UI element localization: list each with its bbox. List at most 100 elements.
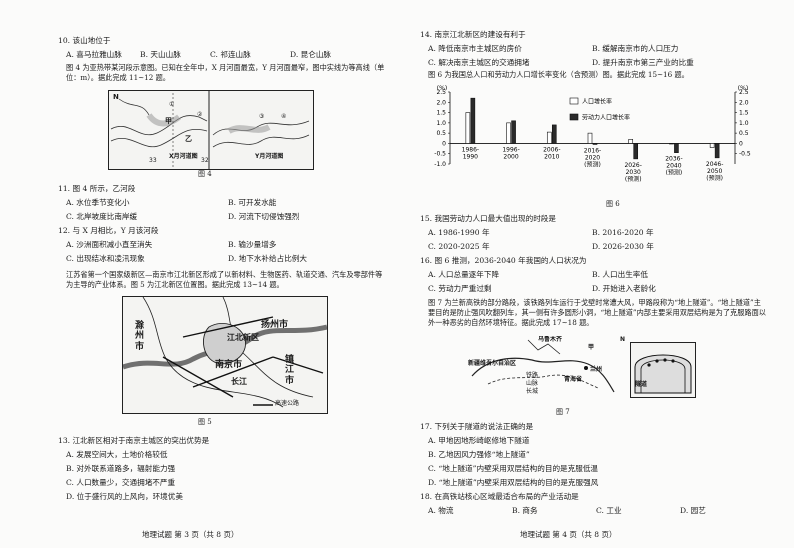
fig7-tunnel-label: 隧道 xyxy=(635,381,648,388)
figure-6-chart: (%)(%)2.52.01.51.00.50-0.5-1.02.52.01.51… xyxy=(434,85,751,183)
fig6-legend-swatch-population xyxy=(569,97,579,105)
fig7-urumqi: 乌鲁木齐 xyxy=(538,336,563,343)
fig6-left-tick-label: -1.0 xyxy=(434,161,446,168)
fig6-left-tick-label: 0.5 xyxy=(436,130,446,137)
q10-stem: 10. 该山地位于 xyxy=(58,36,111,45)
q11-option-b: B. 可开发水能 xyxy=(228,198,277,207)
fig6-right-tick-label: -0.5 xyxy=(739,151,751,158)
fig4-north: N xyxy=(113,93,119,101)
q16-option-a: A. 人口总量逐年下降 xyxy=(428,270,500,279)
fig4-circle-3: ③ xyxy=(259,113,265,120)
fig6-right-tick-label: 1.5 xyxy=(739,110,749,117)
fig5-yangzhou: 扬州市 xyxy=(261,320,289,330)
q17-option-b: B. 乙地因风力强修“地上隧道” xyxy=(428,450,530,459)
fig4-x-label: X月河道图 xyxy=(169,153,198,160)
q13-option-b: B. 对外联系道路多，辐射能力强 xyxy=(66,464,176,473)
q12-option-c: C. 出现结冰和凌汛现象 xyxy=(66,254,145,263)
fig6-category-label: 2026- xyxy=(624,162,641,169)
fig4-jia: 甲 xyxy=(165,117,172,125)
fig6-bar-population xyxy=(669,143,674,145)
figure-5-map xyxy=(123,297,327,408)
fig7-caption: 图 7 xyxy=(556,408,570,416)
fig4-circle-1: ① xyxy=(169,101,175,108)
figure-7-map: 乌鲁木齐 新疆维吾尔自治区 青海省 兰州 铁路 山脉 长城 甲 xyxy=(468,336,618,404)
fig6-left-tick-label: 2.0 xyxy=(436,99,446,106)
fig6-bar-population xyxy=(506,122,511,144)
fig6-category-label: 2006- xyxy=(543,146,560,153)
fig6-right-tick-label: 0.5 xyxy=(739,130,749,137)
figure-4-map xyxy=(110,91,310,169)
fig6-bar-labor xyxy=(470,97,476,144)
fig6-category-label: 2036- xyxy=(665,156,682,163)
q14-stem: 14. 南京江北新区的建设有利于 xyxy=(420,30,526,39)
q10-option-b: B. 天山山脉 xyxy=(140,50,181,59)
fig6-category-label: 2016- xyxy=(584,147,601,154)
fig6-left-tick-label: 2.5 xyxy=(436,89,446,96)
q11-option-a: A. 水位季节变化小 xyxy=(66,198,130,207)
fig4-contour-33: 33 xyxy=(149,157,157,164)
fig6-bar-population xyxy=(628,139,634,144)
fig6-category-label: 1990 xyxy=(463,153,478,160)
fig5-river: 长江 xyxy=(231,377,247,386)
fig7-jia: 甲 xyxy=(588,344,595,351)
fig6-bar-labor xyxy=(592,143,598,145)
q18-option-a: A. 物流 xyxy=(428,506,454,515)
q16-option-d: D. 开始进入老龄化 xyxy=(592,284,656,293)
fig6-category-label: 1986- xyxy=(462,146,479,153)
fig6-category-label: 2010 xyxy=(544,153,559,160)
fig6-category-label: 2020 xyxy=(585,154,600,161)
fig7-mountain: 山脉 xyxy=(526,380,539,387)
fig6-left-tick-label: 1.0 xyxy=(436,120,446,127)
q11-stem: 11. 图 4 所示，乙河段 xyxy=(58,184,136,193)
q14-option-a: A. 降低南京市主城区的房价 xyxy=(428,44,522,53)
q18-option-d: D. 园艺 xyxy=(680,506,706,515)
fig6-bar-labor xyxy=(674,143,679,153)
fig5-caption: 图 5 xyxy=(198,418,212,426)
q18-stem: 18. 在高铁站核心区域最适合布局的产业活动是 xyxy=(420,492,579,501)
fig6-left-tick-label: -0.5 xyxy=(434,151,446,158)
fig4-yi: 乙 xyxy=(185,135,192,143)
fig6-right-tick-label: 2.0 xyxy=(739,99,749,106)
q13-option-c: C. 人口数量少，交通拥堵不严重 xyxy=(66,478,176,487)
fig6-bar-population xyxy=(709,143,715,148)
fig6-right-tick-label: 2.5 xyxy=(739,89,749,96)
q15-option-b: B. 2016-2020 年 xyxy=(592,228,654,237)
fig6-intro: 图 6 为我国总人口和劳动力人口增长率变化（含预测）图。据此完成 15~16 题… xyxy=(428,70,689,79)
q12-option-a: A. 沙洲面积减小直至消失 xyxy=(66,240,153,249)
q12-option-d: D. 地下水补给占比例大 xyxy=(228,254,307,263)
fig6-bar-labor xyxy=(511,120,516,144)
fig7-xinjiang: 新疆维吾尔自治区 xyxy=(468,360,517,367)
fig6-caption: 图 6 xyxy=(606,200,620,208)
fig6-category-label: 2030 xyxy=(626,169,641,176)
fig5-nanjing: 南京市 xyxy=(215,360,243,370)
q15-stem: 15. 我国劳动力人口最大值出现的时段是 xyxy=(420,214,556,223)
fig6-category-label: (预测) xyxy=(706,174,723,182)
fig7-great-wall: 长城 xyxy=(526,388,539,395)
figure-5: 滁州市 扬州市 南京市 江北新区 镇江市 长江 高速公路 xyxy=(122,296,328,414)
q11-option-d: D. 河流下切侵蚀强烈 xyxy=(228,212,300,221)
right-footer: 地理试题 第 4 页（共 8 页） xyxy=(520,529,617,539)
q17-stem: 17. 下列关于隧道的说法正确的是 xyxy=(420,422,534,431)
q14-option-c: C. 解决南京主城区的交通拥堵 xyxy=(428,58,530,67)
fig7-railway: 铁路 xyxy=(526,372,539,379)
q12-stem: 12. 与 X 月相比，Y 月该河段 xyxy=(58,226,159,235)
fig7-intro: 图 7 为兰新高铁的部分路段，该铁路列车运行于戈壁时常遭大风，甲路段称为“地上隧… xyxy=(428,298,766,328)
fig5-legend-highway: 高速公路 xyxy=(275,400,300,407)
figure-7-tunnel: 隧道 xyxy=(630,342,696,398)
fig6-right-tick-label: 0 xyxy=(739,140,743,147)
fig5-intro: 江苏省第一个国家级新区—南京市江北新区形成了以新材料、生物医药、轨道交通、汽车及… xyxy=(66,270,383,290)
fig6-bar-population xyxy=(546,131,552,144)
q17-option-d: D. “地上隧道”内壁采用双层结构的目的是克服强风 xyxy=(428,478,599,487)
q16-stem: 16. 图 6 推测，2036-2040 年我国的人口状况为 xyxy=(420,256,587,265)
fig5-chuzhou: 滁州市 xyxy=(135,321,145,352)
fig4-y-label: Y月河道图 xyxy=(255,153,284,160)
q10-option-a: A. 喜马拉雅山脉 xyxy=(66,50,122,59)
q14-option-d: D. 提升南京市第三产业的比重 xyxy=(592,58,694,67)
fig6-bar-labor xyxy=(633,143,639,160)
fig4-circle-4: ④ xyxy=(281,113,287,120)
left-footer: 地理试题 第 3 页（共 8 页） xyxy=(142,529,239,539)
fig6-category-label: 2050 xyxy=(707,168,722,175)
q15-option-d: D. 2026-2030 年 xyxy=(592,242,654,251)
fig6-left-tick-label: 0 xyxy=(442,140,446,147)
